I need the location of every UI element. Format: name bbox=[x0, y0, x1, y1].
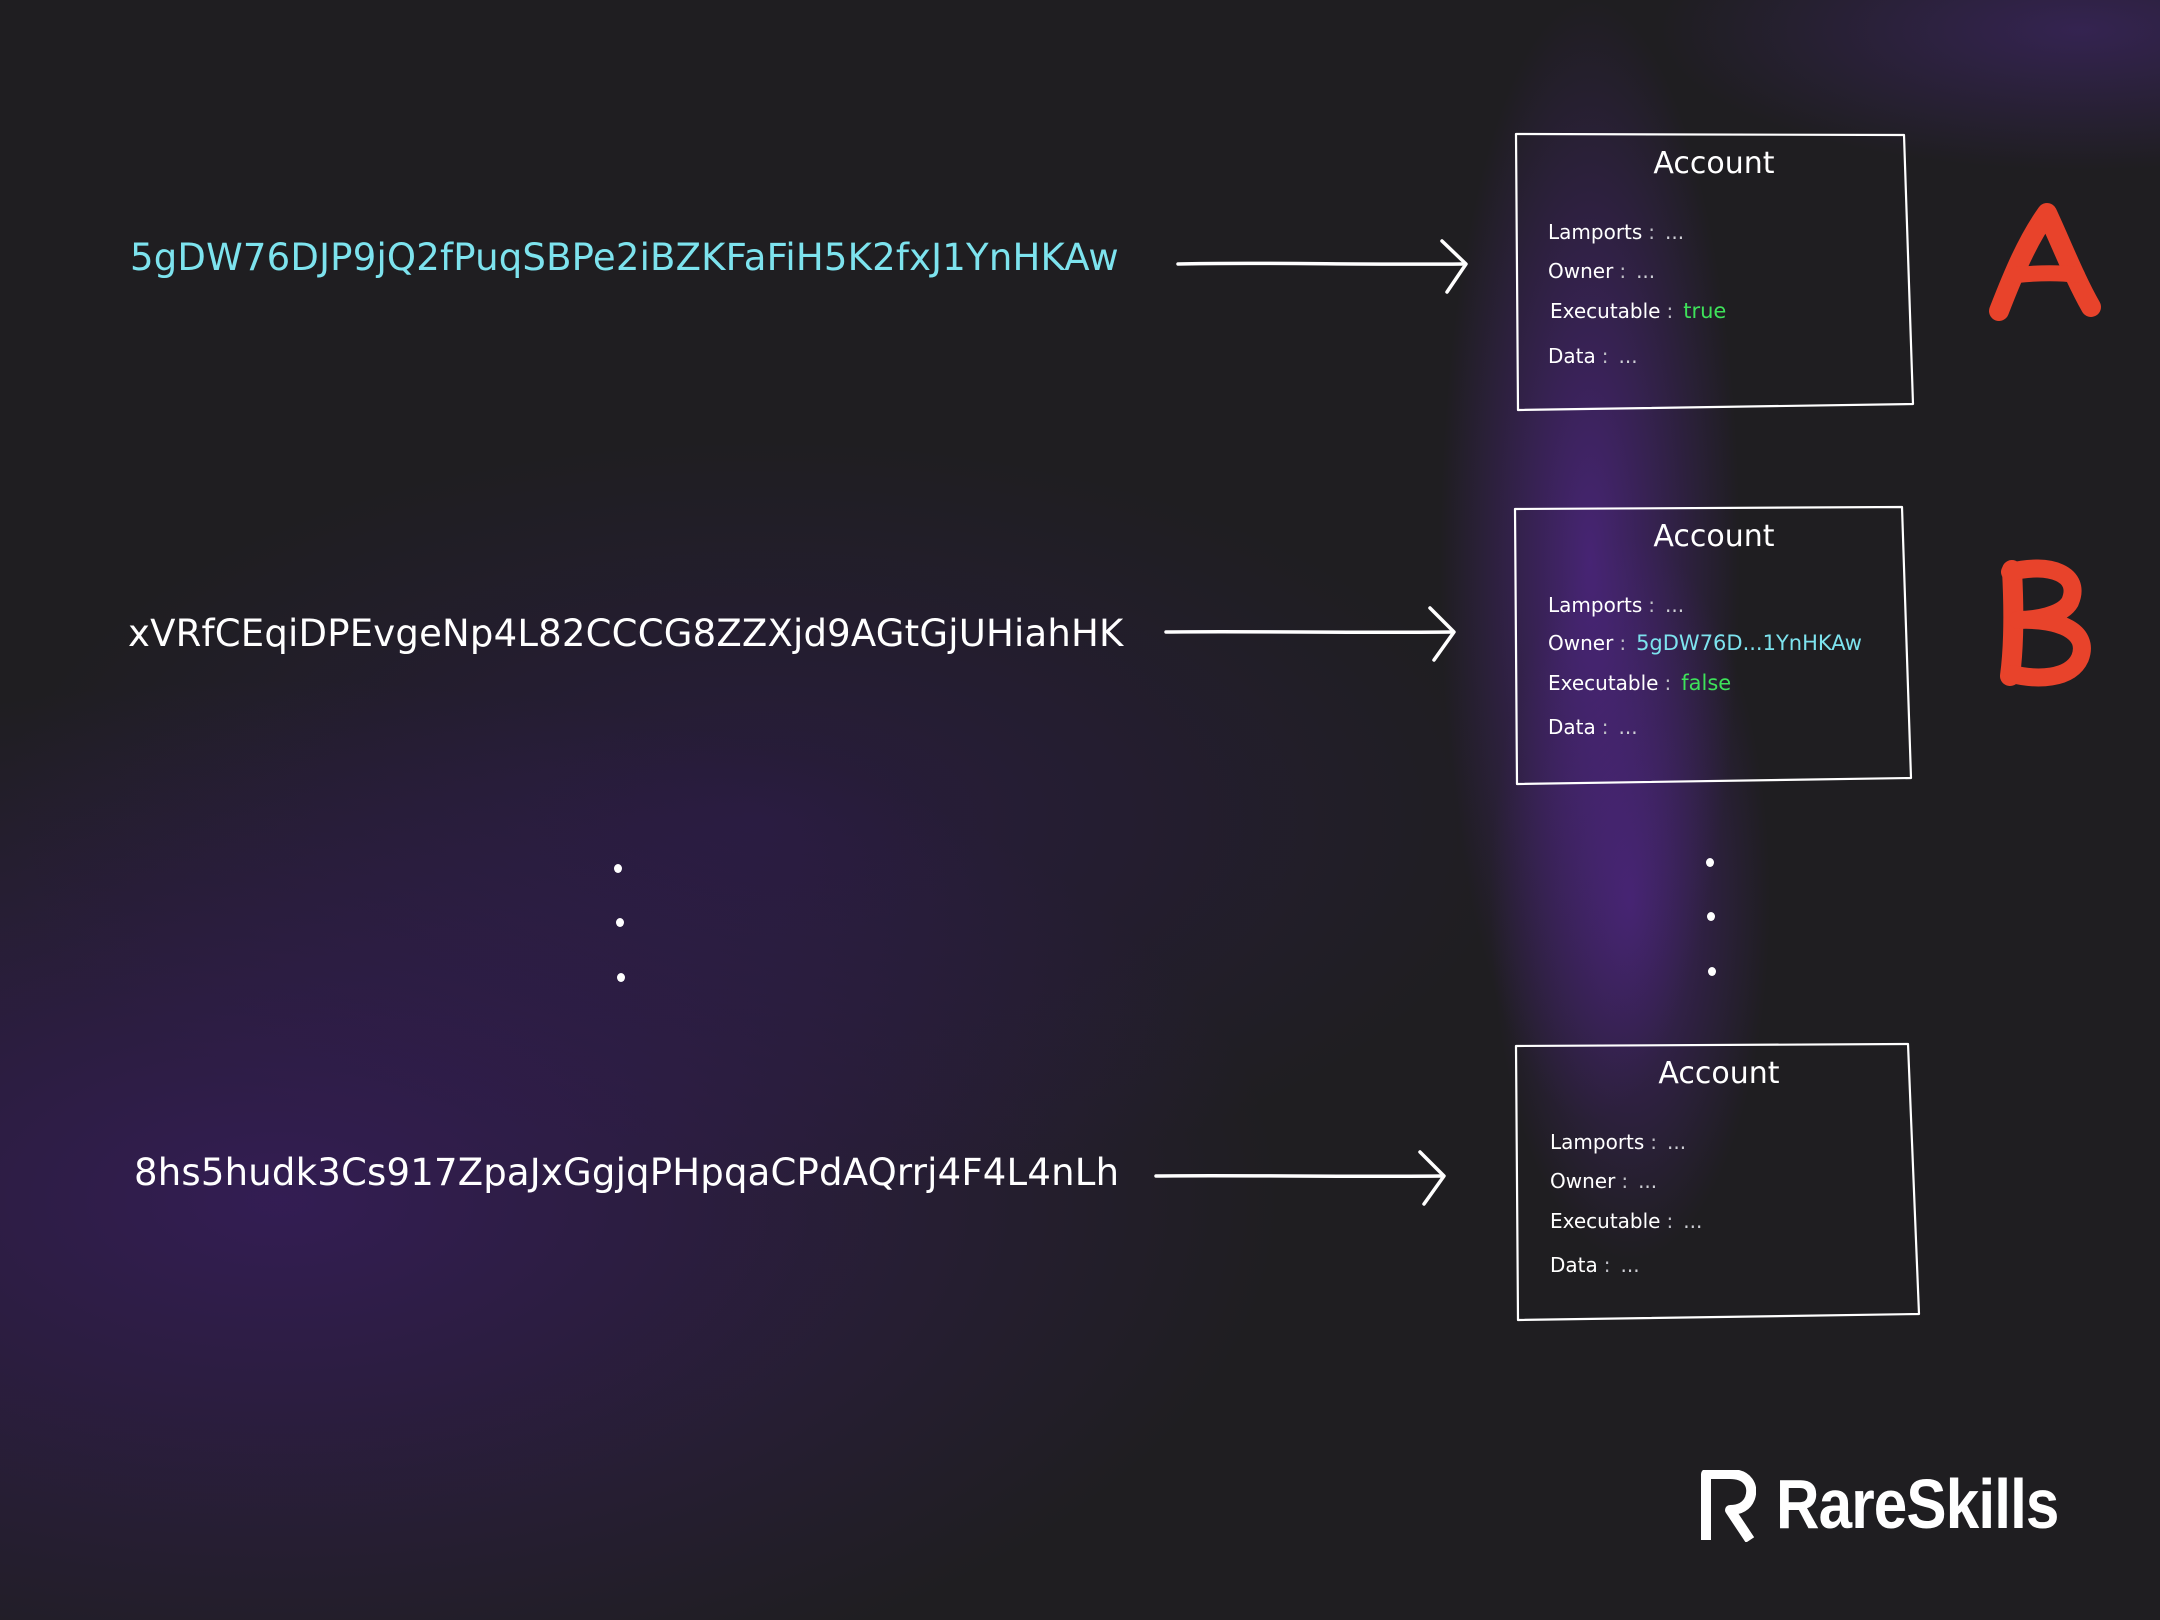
rareskills-logo-icon bbox=[1701, 1470, 1756, 1542]
row-value: ... bbox=[1638, 1169, 1658, 1193]
row-label: Executable bbox=[1550, 299, 1661, 323]
row-label: Data bbox=[1548, 344, 1596, 368]
row-label: Lamports bbox=[1550, 1130, 1645, 1154]
row-separator: : bbox=[1601, 715, 1609, 739]
address-2: xVRfCEqiDPEvgeNp4L82CCCG8ZZXjd9AGtGjUHia… bbox=[128, 612, 1124, 655]
executable-value: false bbox=[1681, 671, 1732, 695]
executable-row: Executable: true bbox=[1550, 299, 1726, 323]
row-value: ... bbox=[1618, 715, 1638, 739]
row-label: Data bbox=[1548, 715, 1596, 739]
brand-name: RareSkills bbox=[1776, 1465, 2059, 1543]
account-title: Account bbox=[1653, 519, 1775, 554]
arrow-2 bbox=[1164, 606, 1456, 662]
executable-value: true bbox=[1683, 299, 1727, 323]
executable-row: Executable: false bbox=[1548, 671, 1731, 695]
row-value: ... bbox=[1665, 593, 1685, 617]
account-box-1: Account Lamports:... Owner:... Executabl… bbox=[1512, 132, 1916, 414]
row-separator: : bbox=[1650, 1130, 1658, 1154]
row-value: ... bbox=[1636, 259, 1656, 283]
owner-row: Owner:... bbox=[1548, 259, 1655, 283]
row-separator: : bbox=[1603, 1253, 1611, 1277]
row-label: Owner bbox=[1550, 1169, 1616, 1193]
row-label: Owner bbox=[1548, 259, 1614, 283]
executable-row: Executable:... bbox=[1550, 1209, 1702, 1233]
data-row: Data:... bbox=[1548, 715, 1638, 739]
ellipsis-right bbox=[1704, 854, 1724, 994]
row-separator: : bbox=[1648, 220, 1656, 244]
row-label: Data bbox=[1550, 1253, 1598, 1277]
account-title: Account bbox=[1653, 146, 1775, 181]
account-box-3: Account Lamports:... Owner:... Executabl… bbox=[1514, 1042, 1924, 1324]
row-separator: : bbox=[1666, 299, 1674, 323]
arrow-1 bbox=[1176, 239, 1468, 294]
row-value: ... bbox=[1667, 1130, 1687, 1154]
account-box-2: Account Lamports:... Owner:5gDW76D...1Yn… bbox=[1512, 505, 1916, 787]
lamports-row: Lamports:... bbox=[1548, 593, 1684, 617]
owner-row: Owner:... bbox=[1550, 1169, 1657, 1193]
arrow-3 bbox=[1154, 1150, 1446, 1206]
row-separator: : bbox=[1621, 1169, 1629, 1193]
rareskills-brand: RareSkills bbox=[1700, 1464, 2060, 1544]
owner-row: Owner:5gDW76D...1YnHKAw bbox=[1548, 631, 1862, 655]
ellipsis-left bbox=[612, 860, 632, 1000]
row-value: ... bbox=[1618, 344, 1638, 368]
lamports-row: Lamports:... bbox=[1550, 1130, 1686, 1154]
row-value: ... bbox=[1620, 1253, 1640, 1277]
data-row: Data:... bbox=[1548, 344, 1638, 368]
address-1: 5gDW76DJP9jQ2fPuqSBPe2iBZKFaFiH5K2fxJ1Yn… bbox=[130, 236, 1119, 279]
row-value: ... bbox=[1665, 220, 1685, 244]
address-3: 8hs5hudk3Cs917ZpaJxGgjqPHpqaCPdAQrrj4F4L… bbox=[134, 1151, 1120, 1194]
row-separator: : bbox=[1619, 259, 1627, 283]
lamports-row: Lamports:... bbox=[1548, 220, 1684, 244]
row-separator: : bbox=[1619, 631, 1627, 655]
row-label: Lamports bbox=[1548, 593, 1643, 617]
row-label: Owner bbox=[1548, 631, 1614, 655]
account-title: Account bbox=[1658, 1056, 1780, 1091]
row-value: ... bbox=[1683, 1209, 1703, 1233]
owner-value: 5gDW76D...1YnHKAw bbox=[1636, 631, 1862, 655]
row-label: Lamports bbox=[1548, 220, 1643, 244]
label-b: B bbox=[2000, 559, 2091, 687]
row-separator: : bbox=[1666, 1209, 1674, 1233]
row-separator: : bbox=[1664, 671, 1672, 695]
data-row: Data:... bbox=[1550, 1253, 1640, 1277]
row-separator: : bbox=[1648, 593, 1656, 617]
row-label: Executable bbox=[1548, 671, 1659, 695]
row-label: Executable bbox=[1550, 1209, 1661, 1233]
row-separator: : bbox=[1601, 344, 1609, 368]
label-a: A bbox=[1989, 203, 2101, 321]
